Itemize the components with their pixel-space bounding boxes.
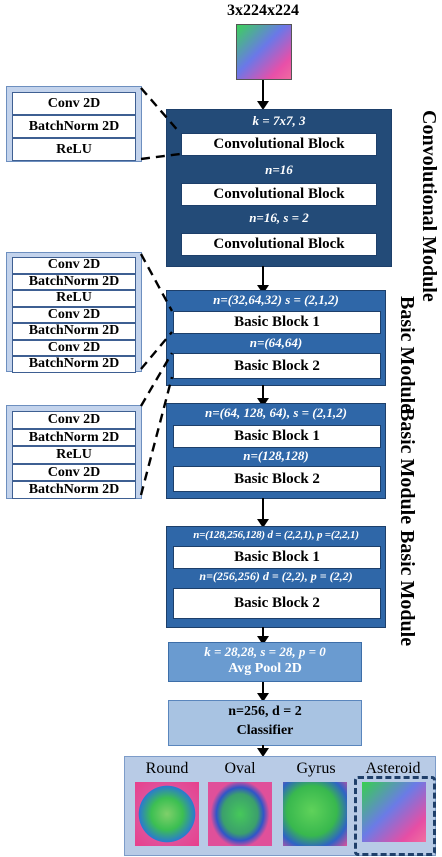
output-image-asteroid: [362, 782, 426, 842]
classifier-param: n=256, d = 2: [228, 704, 302, 719]
arrow-basic2-basic3: [257, 498, 269, 528]
conv-block-1: Convolutional Block: [181, 133, 377, 156]
output-image-oval: [208, 782, 272, 846]
basic3-block-2: Basic Block 2: [173, 588, 381, 619]
side-stack-2-item-6: Conv 2D: [12, 339, 136, 356]
avg-pool-param: k = 28,28, s = 28, p = 0: [204, 644, 326, 659]
output-label-oval: Oval: [224, 760, 256, 777]
side-stack-3-item-4: Conv 2D: [12, 463, 136, 481]
basic2-block-2: Basic Block 2: [173, 466, 381, 492]
conv-param-1: k = 7x7, 3: [252, 113, 306, 128]
basic1-block-2: Basic Block 2: [173, 353, 381, 379]
side-stack-2-item-2: BatchNorm 2D: [12, 273, 136, 290]
basic3-param-2: n=(256,256) d = (2,2), p = (2,2): [199, 569, 353, 583]
conv-param-2: n=16: [265, 162, 293, 177]
basic3-block-1: Basic Block 1: [173, 546, 381, 569]
conv-block-3: Convolutional Block: [181, 233, 377, 256]
side-stack-1-item-1: Conv 2D: [12, 92, 136, 115]
input-size-label: 3x224x224: [227, 2, 299, 19]
side-stack-3-item-5: BatchNorm 2D: [12, 481, 136, 499]
side-stack-3-item-2: BatchNorm 2D: [12, 428, 136, 446]
side-stack-2-item-3: ReLU: [12, 290, 136, 307]
side-stack-3-item-3: ReLU: [12, 446, 136, 464]
arrow-basic1-basic2: [257, 385, 269, 407]
side-stack-2-item-5: BatchNorm 2D: [12, 323, 136, 340]
output-label-asteroid: Asteroid: [365, 760, 421, 777]
conv-block-2: Convolutional Block: [181, 183, 377, 206]
classifier-box: [168, 700, 362, 746]
side-stack-1-item-2: BatchNorm 2D: [12, 115, 136, 138]
arrow-classifier-output: [257, 745, 269, 757]
output-image-gyrus: [283, 782, 347, 846]
basic2-param-2: n=(128,128): [243, 448, 309, 463]
asteroid-highlight-frame: [354, 776, 436, 856]
side-stack-2-item-7: BatchNorm 2D: [12, 356, 136, 373]
basic3-param-1: n=(128,256,128) d = (2,2,1), p =(2,2,1): [193, 529, 359, 541]
basic1-param-2: n=(64,64): [249, 335, 303, 350]
arrow-input: [257, 80, 269, 110]
side-stack-2-item-1: Conv 2D: [12, 257, 136, 274]
side-stack-1-item-3: ReLU: [12, 138, 136, 161]
basic2-param-1: n=(64, 128, 64), s = (2,1,2): [205, 405, 347, 420]
avg-pool-label: Avg Pool 2D: [228, 661, 302, 676]
basic1-block-1: Basic Block 1: [173, 311, 381, 334]
classifier-label: Classifier: [236, 723, 294, 738]
conv-param-3: n=16, s = 2: [249, 210, 309, 225]
basic2-block-1: Basic Block 1: [173, 425, 381, 448]
arrow-basic3-pool: [257, 627, 269, 645]
side-stack-2-item-4: Conv 2D: [12, 306, 136, 323]
output-label-gyrus: Gyrus: [296, 760, 336, 777]
side-stack-3-item-1: Conv 2D: [12, 411, 136, 429]
arrow-pool-classifier: [257, 682, 269, 702]
avg-pool-box: [168, 642, 362, 682]
arrow-conv-basic1: [257, 266, 269, 294]
basic1-param-1: n=(32,64,32) s = (2,1,2): [213, 292, 339, 307]
input-image: [236, 24, 292, 80]
output-label-round: Round: [145, 760, 189, 777]
output-image-round: [135, 782, 199, 846]
